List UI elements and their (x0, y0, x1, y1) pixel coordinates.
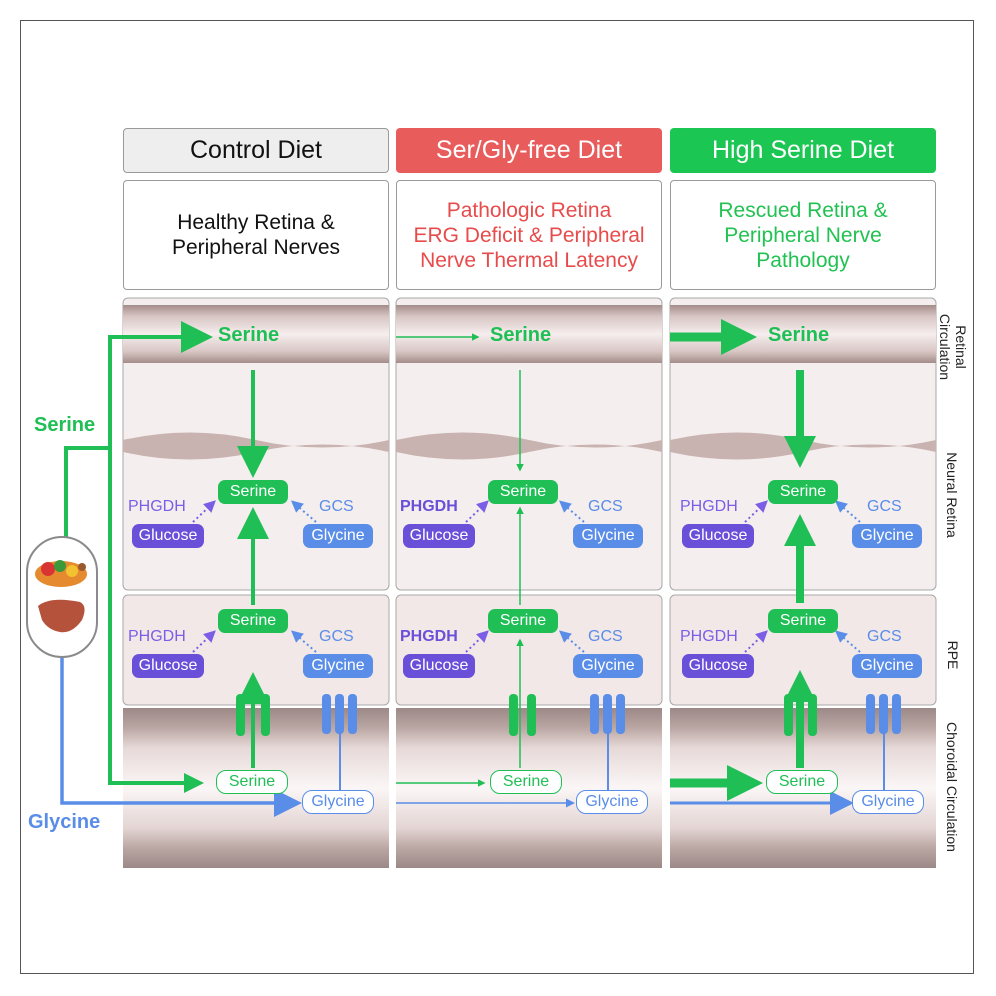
control-choroidal-glycine: Glycine (302, 790, 374, 814)
control-rpe-serine: Serine (218, 609, 288, 633)
high-serine-choroidal-glycine: Glycine (852, 790, 924, 814)
serfree-retinal-serine: Serine (490, 324, 552, 346)
serfree-choroidal-glycine: Glycine (576, 790, 648, 814)
high-serine-neural-serine: Serine (768, 480, 838, 504)
control-rpe-glucose: Glucose (132, 654, 204, 678)
serfree-neural-phgdh: PHGDH (400, 498, 458, 515)
high-serine-neural-phgdh: PHGDH (680, 498, 738, 515)
serfree-rpe-glucose: Glucose (403, 654, 475, 678)
high-serine-diet-header: High Serine Diet (670, 128, 936, 173)
control-diet-header: Control Diet (123, 128, 389, 173)
serfree-neural-serine: Serine (488, 480, 558, 504)
control-rpe-gcs: GCS (319, 628, 354, 645)
high-serine-neural-glycine: Glycine (852, 524, 922, 548)
left-serine-label: Serine (34, 414, 96, 436)
high-serine-outcome-line-3: Pathology (756, 248, 850, 272)
control-rpe-glycine: Glycine (303, 654, 373, 678)
serfree-diet-header: Ser/Gly-free Diet (396, 128, 662, 173)
choroidal-circulation-label: Choroidal Circulation (944, 722, 960, 852)
serfree-outcome-line-2: ERG Deficit & Peripheral (413, 223, 645, 247)
high-serine-diet-title: High Serine Diet (711, 136, 895, 164)
high-serine-retinal-serine: Serine (768, 324, 830, 346)
high-serine-outcome-box: Rescued Retina & Peripheral Nerve Pathol… (670, 180, 936, 290)
serfree-rpe-glycine: Glycine (573, 654, 643, 678)
control-outcome-line-1: Healthy Retina & (177, 211, 335, 234)
retinal-label-line-2: Circulation (937, 313, 953, 381)
high-serine-rpe-serine: Serine (768, 609, 838, 633)
control-rpe-phgdh: PHGDH (128, 628, 186, 645)
serfree-rpe-phgdh: PHGDH (400, 628, 458, 645)
figure-frame (20, 20, 974, 974)
retinal-circulation-label: Retinal Circulation (935, 307, 969, 387)
rpe-label: RPE (945, 640, 961, 670)
control-neural-gcs: GCS (319, 498, 354, 515)
control-outcome-line-2: Peripheral Nerves (171, 236, 341, 259)
control-outcome-box: Healthy Retina & Peripheral Nerves (123, 180, 389, 290)
serfree-rpe-gcs: GCS (588, 628, 623, 645)
control-neural-phgdh: PHGDH (128, 498, 186, 515)
serfree-choroidal-serine: Serine (490, 770, 562, 794)
control-diet-title: Control Diet (190, 136, 322, 164)
serfree-rpe-serine: Serine (488, 609, 558, 633)
serfree-diet-title: Ser/Gly-free Diet (435, 136, 623, 164)
serfree-neural-gcs: GCS (588, 498, 623, 515)
high-serine-outcome-line-2: Peripheral Nerve (724, 223, 882, 247)
control-neural-glycine: Glycine (303, 524, 373, 548)
control-neural-glucose: Glucose (132, 524, 204, 548)
serfree-neural-glycine: Glycine (573, 524, 643, 548)
serfree-neural-glucose: Glucose (403, 524, 475, 548)
serfree-outcome-line-1: Pathologic Retina (446, 198, 612, 222)
neural-retina-label: Neural Retina (944, 452, 960, 538)
high-serine-rpe-phgdh: PHGDH (680, 628, 738, 645)
high-serine-rpe-gcs: GCS (867, 628, 902, 645)
high-serine-outcome-line-1: Rescued Retina & (718, 198, 888, 222)
control-choroidal-serine: Serine (216, 770, 288, 794)
high-serine-choroidal-serine: Serine (766, 770, 838, 794)
serfree-outcome-box: Pathologic Retina ERG Deficit & Peripher… (396, 180, 662, 290)
control-neural-serine: Serine (218, 480, 288, 504)
serfree-outcome-line-3: Nerve Thermal Latency (420, 248, 638, 272)
left-glycine-label: Glycine (28, 811, 101, 833)
high-serine-neural-gcs: GCS (867, 498, 902, 515)
high-serine-rpe-glycine: Glycine (852, 654, 922, 678)
retinal-label-line-1: Retinal (953, 325, 969, 369)
control-retinal-serine: Serine (218, 324, 280, 346)
high-serine-rpe-glucose: Glucose (682, 654, 754, 678)
high-serine-neural-glucose: Glucose (682, 524, 754, 548)
